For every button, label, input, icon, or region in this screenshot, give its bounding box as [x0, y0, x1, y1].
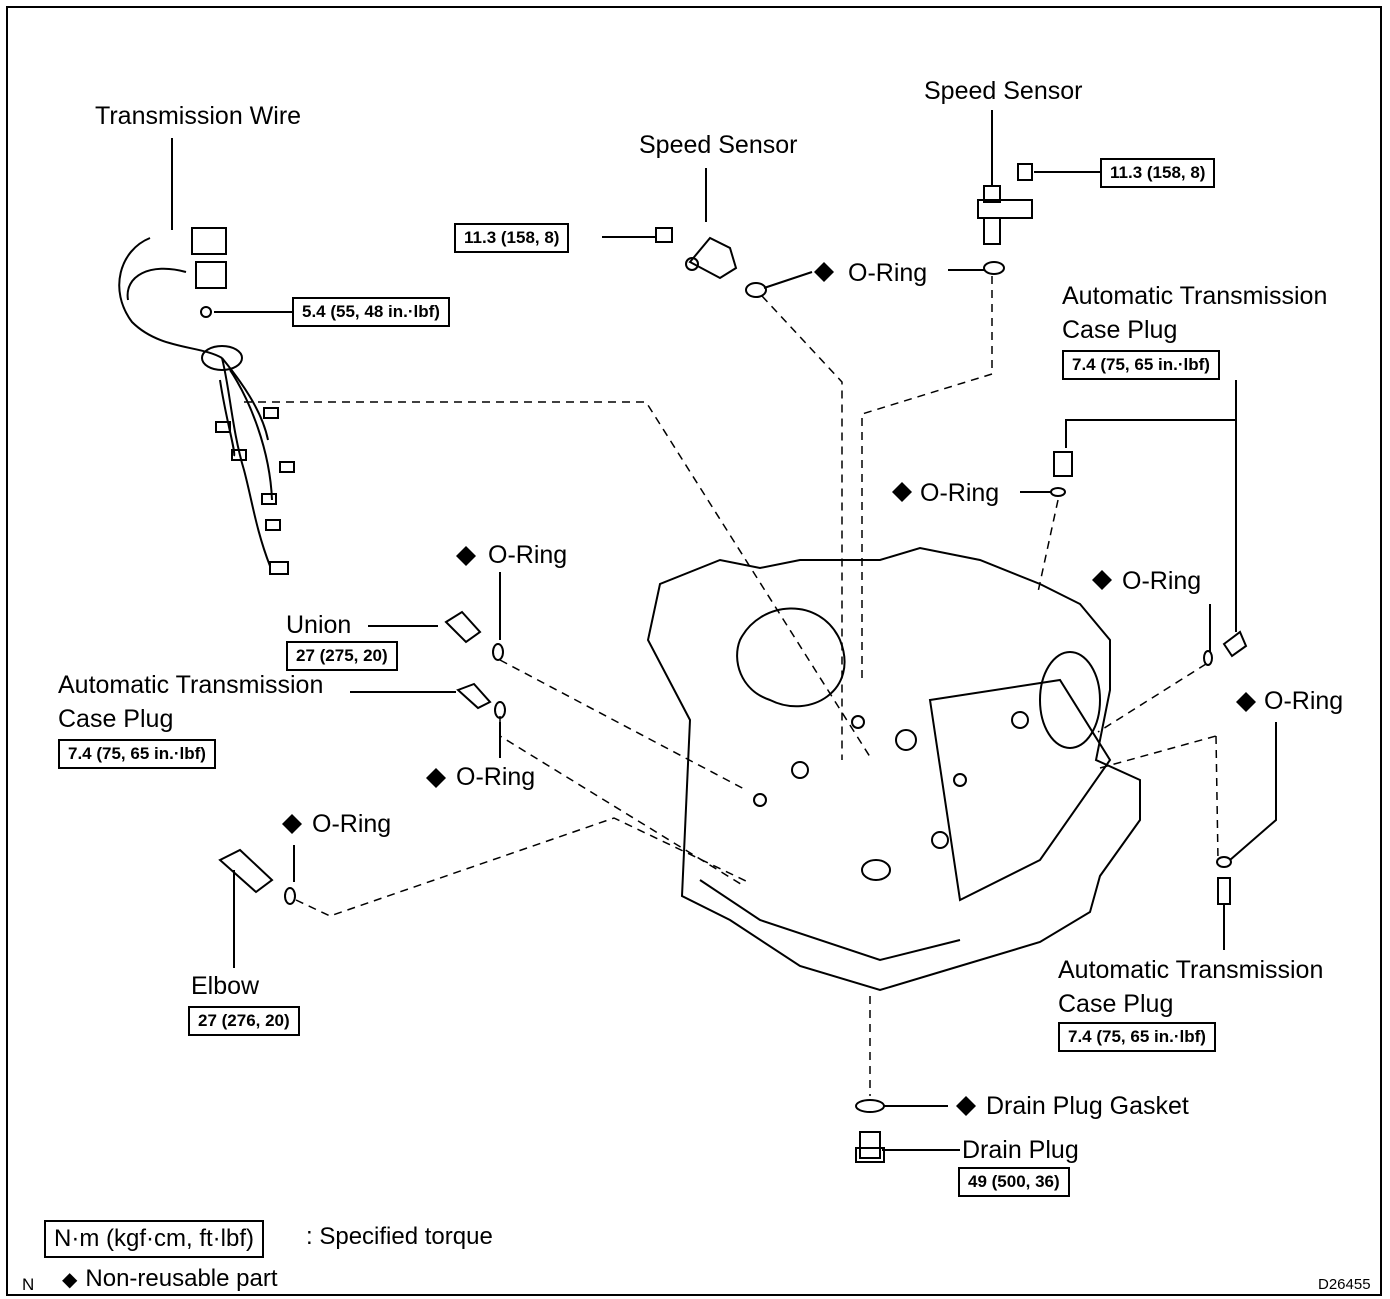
legend-non-reusable-text: Non-reusable part	[85, 1265, 278, 1292]
leader-case-plug-top	[1065, 380, 1237, 448]
torque-case-plug-bottom: 7.4 (75, 65 in.·lbf)	[1058, 1022, 1216, 1052]
torque-wire-bolt: 5.4 (55, 48 in.·lbf)	[292, 297, 450, 327]
label-transmission-wire: Transmission Wire	[95, 102, 302, 130]
diamond-markers	[282, 262, 1256, 1116]
label-drain-plug-gasket: Drain Plug Gasket	[986, 1092, 1189, 1120]
label-case-plug-top-line2: Case Plug	[1062, 316, 1178, 344]
torque-case-plug-top: 7.4 (75, 65 in.·lbf)	[1062, 350, 1220, 380]
speed-sensor-parts	[655, 163, 1033, 298]
label-speed-sensor-1: Speed Sensor	[639, 131, 798, 159]
legend-torque-unit-box: N·m (kgf·cm, ft·lbf)	[44, 1220, 264, 1258]
leader-oring-right-low	[1229, 722, 1277, 861]
torque-drain-plug: 49 (500, 36)	[958, 1167, 1070, 1197]
transmission-case	[646, 546, 1141, 992]
figure-id: D26455	[1318, 1276, 1371, 1293]
label-case-plug-bottom-line2: Case Plug	[1058, 990, 1174, 1018]
label-oring-right-mid: O-Ring	[1122, 567, 1202, 595]
label-case-plug-left-line1: Automatic Transmission	[58, 671, 324, 699]
torque-speed-sensor-1: 11.3 (158, 8)	[454, 223, 570, 253]
label-case-plug-top-line1: Automatic Transmission	[1062, 282, 1328, 310]
legend-torque-desc: : Specified torque	[306, 1223, 493, 1250]
torque-elbow: 27 (276, 20)	[188, 1006, 300, 1036]
label-elbow: Elbow	[191, 972, 260, 1000]
label-union: Union	[286, 611, 352, 639]
leader-oring-top-left	[763, 271, 813, 289]
diagram-frame	[6, 6, 1382, 1296]
label-speed-sensor-2: Speed Sensor	[924, 77, 1083, 105]
label-case-plug-left-line2: Case Plug	[58, 705, 174, 733]
small-parts	[218, 451, 1248, 1163]
label-oring-right-low: O-Ring	[1264, 687, 1344, 715]
corner-code: N	[22, 1275, 35, 1294]
legend-non-reusable: ◆ Non-reusable part	[62, 1264, 278, 1295]
diamond-icon: ◆	[62, 1269, 78, 1291]
label-oring-top: O-Ring	[848, 259, 928, 287]
label-oring-elbow: O-Ring	[312, 810, 392, 838]
torque-union: 27 (275, 20)	[286, 641, 398, 671]
torque-case-plug-left: 7.4 (75, 65 in.·lbf)	[58, 739, 216, 769]
transmission-wire-harness	[118, 227, 295, 575]
torque-speed-sensor-2: 11.3 (158, 8)	[1100, 158, 1216, 188]
label-oring-right-top: O-Ring	[920, 479, 1000, 507]
label-case-plug-bottom-line1: Automatic Transmission	[1058, 956, 1324, 984]
label-oring-left-mid: O-Ring	[488, 541, 568, 569]
label-oring-left-plug: O-Ring	[456, 763, 536, 791]
label-drain-plug: Drain Plug	[962, 1136, 1079, 1164]
